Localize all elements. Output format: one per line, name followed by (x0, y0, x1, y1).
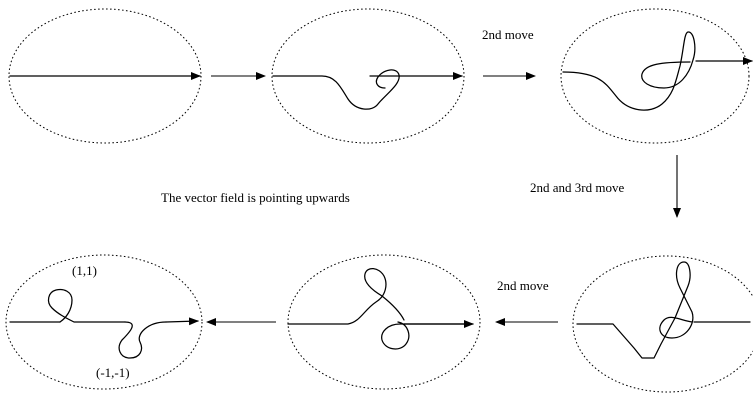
panel-5-strand (287, 268, 405, 325)
label-positive-curl: (1,1) (72, 263, 97, 278)
panel-6: (1,1) (-1,-1) (5, 254, 203, 390)
label-move-bottom: 2nd move (497, 278, 549, 293)
panel-6-boundary (5, 254, 203, 390)
panel-3 (560, 8, 753, 144)
panel-2-strand (272, 69, 400, 110)
panel-1 (8, 8, 202, 144)
panel-5-boundary (287, 254, 481, 390)
caption: The vector field is pointing upwards (161, 190, 350, 205)
label-negative-curl: (-1,-1) (96, 365, 130, 380)
panel-5 (287, 254, 481, 390)
panel-6-exit (165, 317, 199, 326)
panel-3-strand (562, 31, 696, 111)
label-move-top: 2nd move (482, 27, 534, 42)
panel-2-boundary (271, 8, 465, 144)
panel-6-positive-curl (47, 288, 126, 323)
label-move-right: 2nd and 3rd move (530, 180, 624, 195)
panel-6-negative-curl (118, 321, 167, 359)
panel-4-strand (576, 261, 694, 359)
panel-4 (572, 255, 753, 393)
panel-2 (271, 8, 465, 144)
panel-1-boundary (8, 8, 202, 144)
panel-5-lower-curl (381, 321, 473, 350)
panel-3-boundary (560, 8, 750, 144)
